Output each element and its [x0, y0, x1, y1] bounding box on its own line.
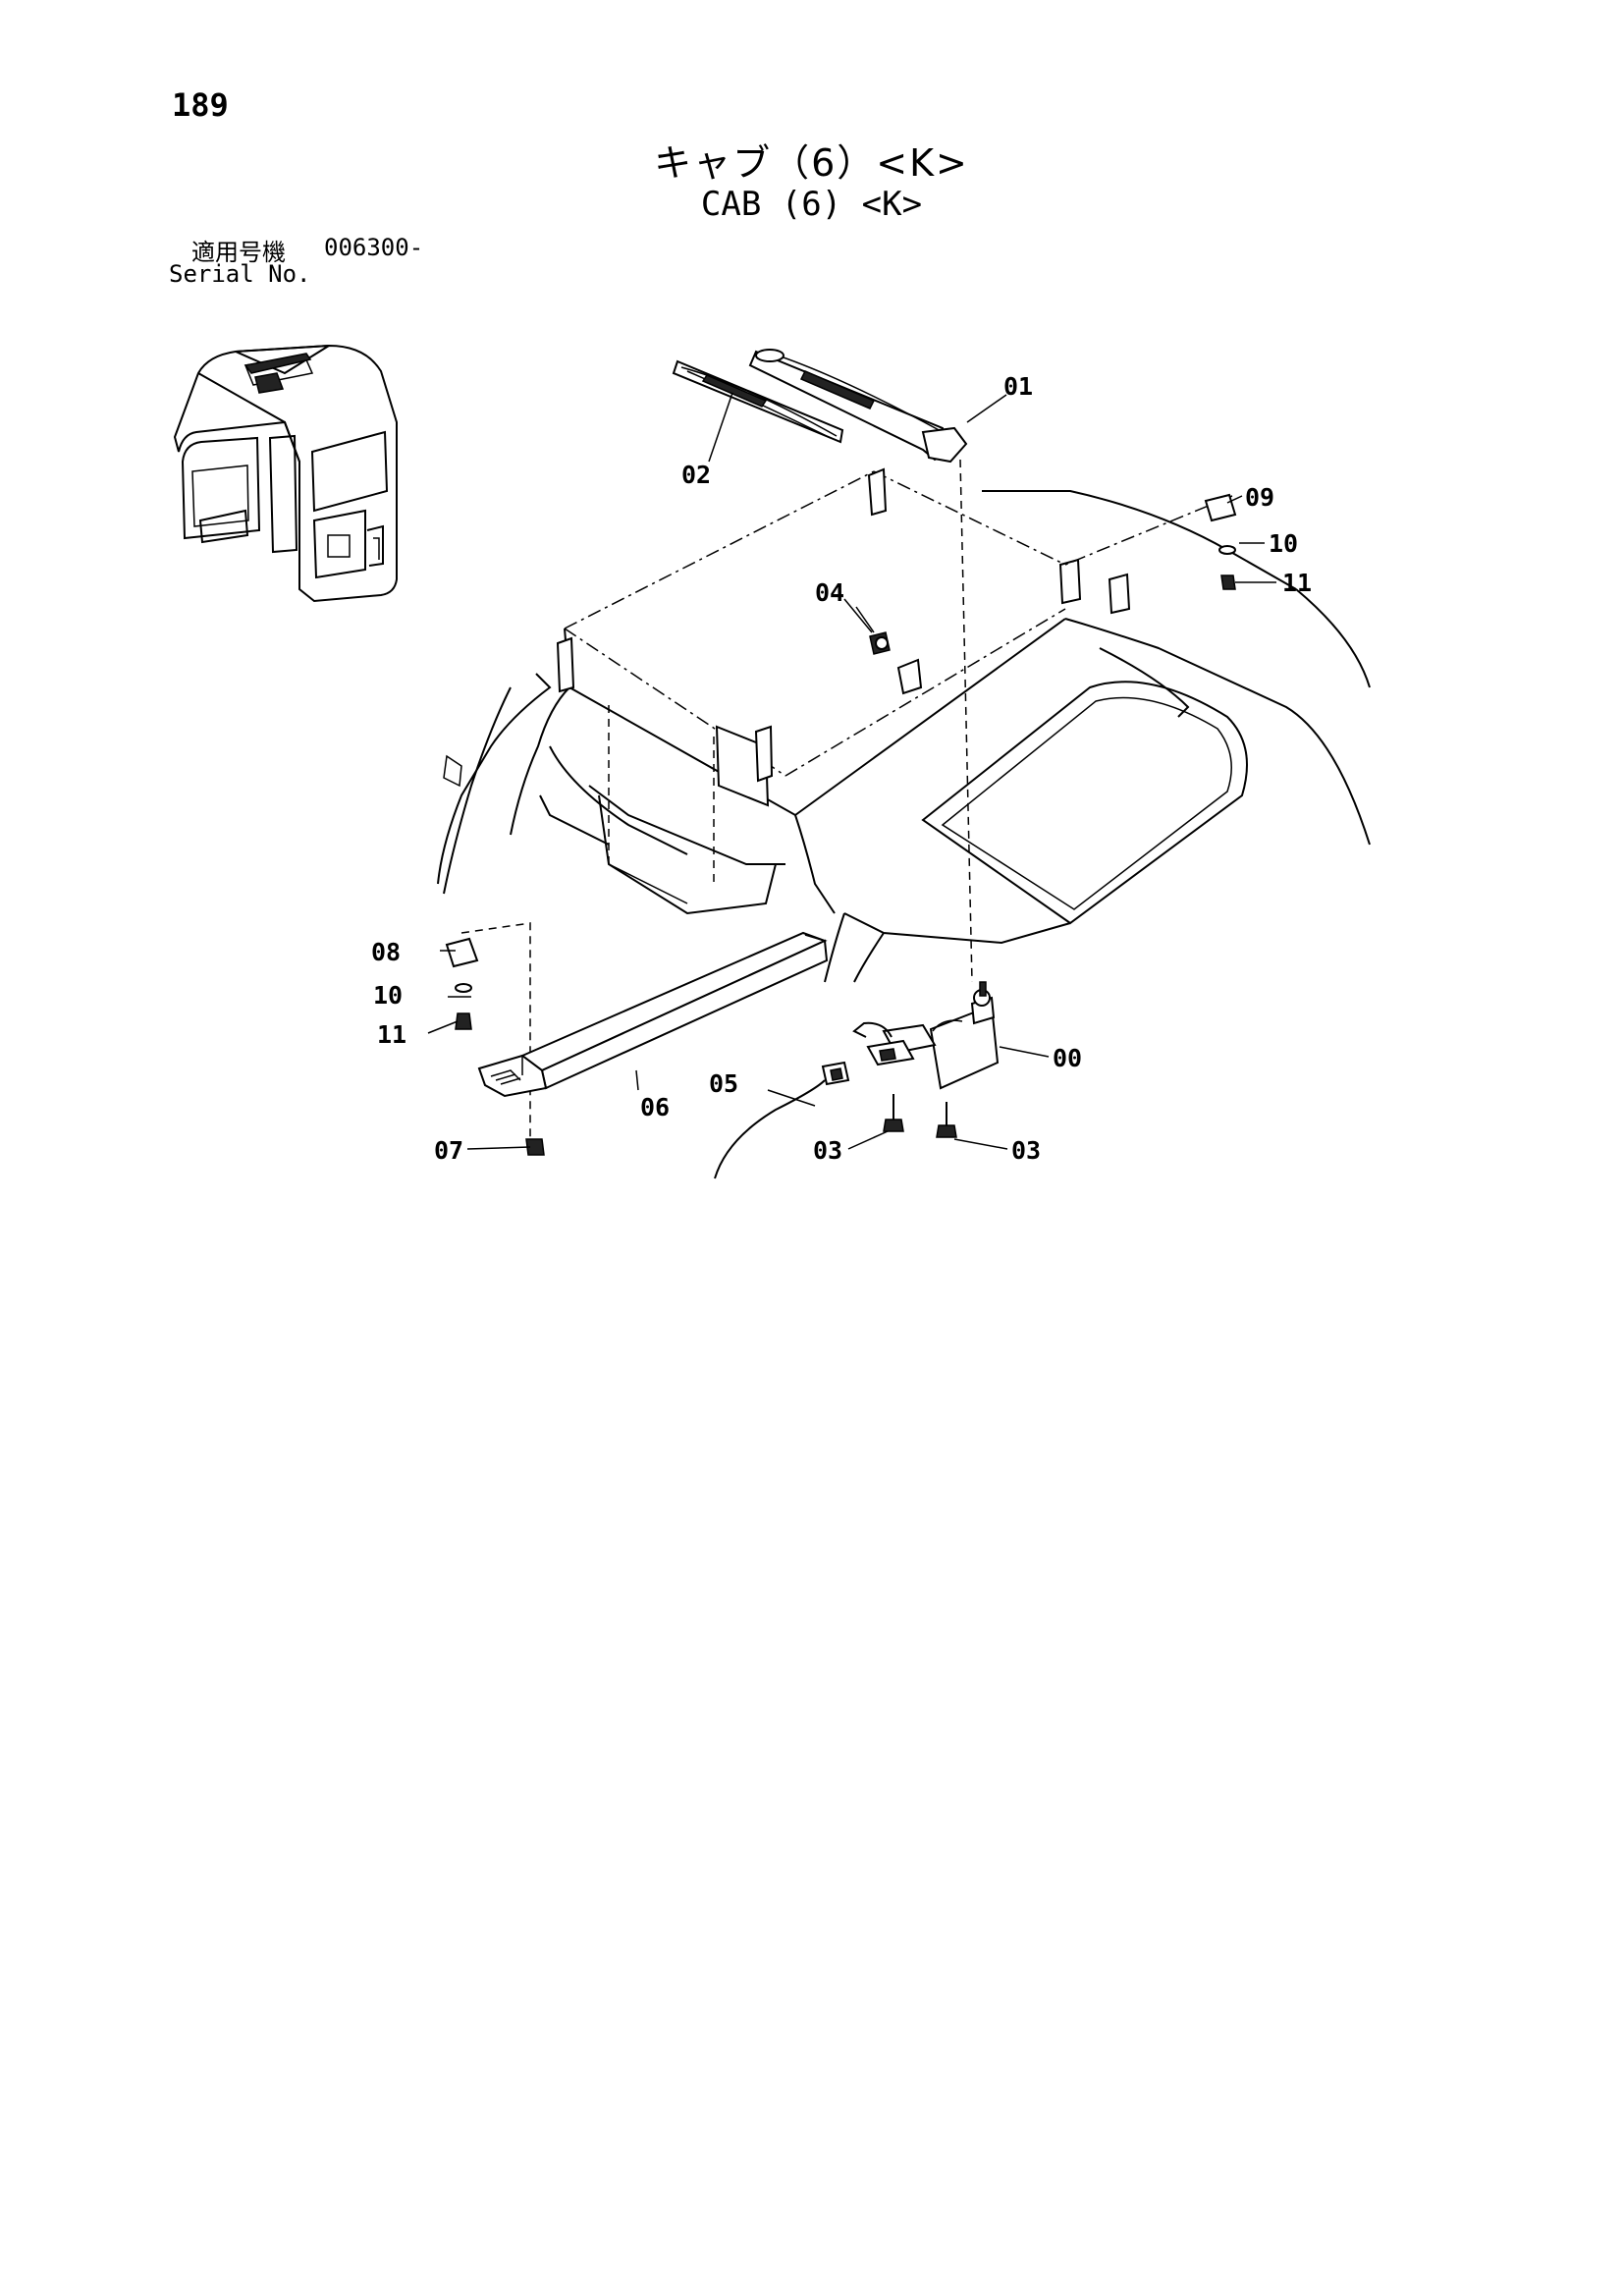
cover-panel — [477, 931, 829, 1098]
cab-thumbnail-illustration — [173, 344, 398, 603]
roof-panel — [437, 470, 1371, 983]
callout-leader-lines — [427, 392, 1276, 1150]
page-title-japanese: キャブ（6）<K> — [654, 141, 969, 185]
callout-label-01: 01 — [1003, 372, 1033, 401]
callout-label-11-right: 11 — [1282, 569, 1312, 597]
right-bracket-fasteners — [1204, 493, 1237, 590]
callout-label-07: 07 — [434, 1136, 463, 1165]
washer-nozzle — [855, 606, 891, 655]
callout-label-09: 09 — [1245, 483, 1274, 512]
serial-label-japanese: 適用号機 — [191, 239, 286, 266]
roof-brackets — [556, 467, 1131, 807]
serial-label-english: Serial No. — [169, 260, 311, 288]
wiper-motor — [852, 981, 1000, 1090]
page-title-english: CAB (6) <K> — [700, 185, 923, 224]
page-number: 189 — [172, 86, 229, 124]
wiring-harness — [714, 1061, 850, 1179]
callout-label-11-left: 11 — [377, 1020, 406, 1049]
callout-label-03-left: 03 — [813, 1136, 842, 1165]
callout-label-10-right: 10 — [1269, 529, 1298, 558]
wiper-blade — [672, 359, 844, 444]
left-bracket-fasteners — [445, 937, 545, 1156]
wiper-arm — [748, 349, 968, 464]
callout-label-04: 04 — [815, 578, 844, 607]
callout-label-10-left: 10 — [373, 981, 403, 1010]
callout-label-02: 02 — [681, 461, 711, 489]
callout-label-06: 06 — [640, 1093, 670, 1121]
callout-label-08: 08 — [371, 938, 401, 966]
callout-label-03-right: 03 — [1011, 1136, 1041, 1165]
callout-label-05: 05 — [709, 1069, 738, 1098]
serial-number-value: 006300- — [324, 234, 424, 261]
callout-label-00: 00 — [1053, 1044, 1082, 1072]
motor-screws — [883, 1094, 957, 1138]
